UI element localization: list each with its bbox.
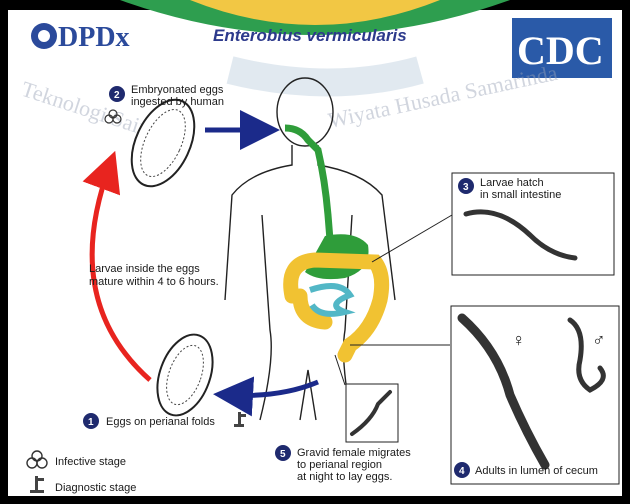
maturation-note: Larvae inside the eggs mature within 4 t…: [89, 263, 219, 288]
svg-text:5: 5: [280, 449, 286, 460]
svg-text:mature within 4 to 6 hours.: mature within 4 to 6 hours.: [89, 276, 219, 288]
svg-text:4: 4: [459, 466, 465, 477]
svg-text:3: 3: [463, 182, 469, 193]
svg-text:Larvae inside the eggs: Larvae inside the eggs: [89, 263, 200, 275]
legend-infective-label: Infective stage: [55, 456, 126, 468]
svg-text:Embryonated eggs: Embryonated eggs: [131, 84, 224, 96]
svg-text:DPDx: DPDx: [58, 22, 130, 53]
svg-text:ingested by human: ingested by human: [131, 96, 224, 108]
svg-text:1: 1: [88, 417, 94, 428]
svg-text:Eggs on perianal folds: Eggs on perianal folds: [106, 416, 215, 428]
male-symbol: ♂: [592, 330, 606, 350]
svg-text:at night to lay eggs.: at night to lay eggs.: [297, 471, 392, 483]
svg-text:in small intestine: in small intestine: [480, 189, 561, 201]
page-title: Enterobius vermicularis: [213, 26, 407, 45]
step-4-label: 4 Adults in lumen of cecum: [454, 462, 598, 478]
svg-text:Gravid female migrates: Gravid female migrates: [297, 447, 411, 459]
svg-text:Adults in lumen of cecum: Adults in lumen of cecum: [475, 465, 598, 477]
svg-text:Larvae hatch: Larvae hatch: [480, 177, 544, 189]
svg-text:2: 2: [114, 90, 120, 101]
female-symbol: ♀: [512, 330, 526, 350]
svg-text:to perianal region: to perianal region: [297, 459, 382, 471]
gravid-female-panel: [346, 384, 398, 442]
dpdx-logo: DPDx: [31, 22, 130, 53]
legend-diagnostic-label: Diagnostic stage: [55, 482, 136, 494]
adults-panel: ♀ ♂: [451, 306, 619, 484]
